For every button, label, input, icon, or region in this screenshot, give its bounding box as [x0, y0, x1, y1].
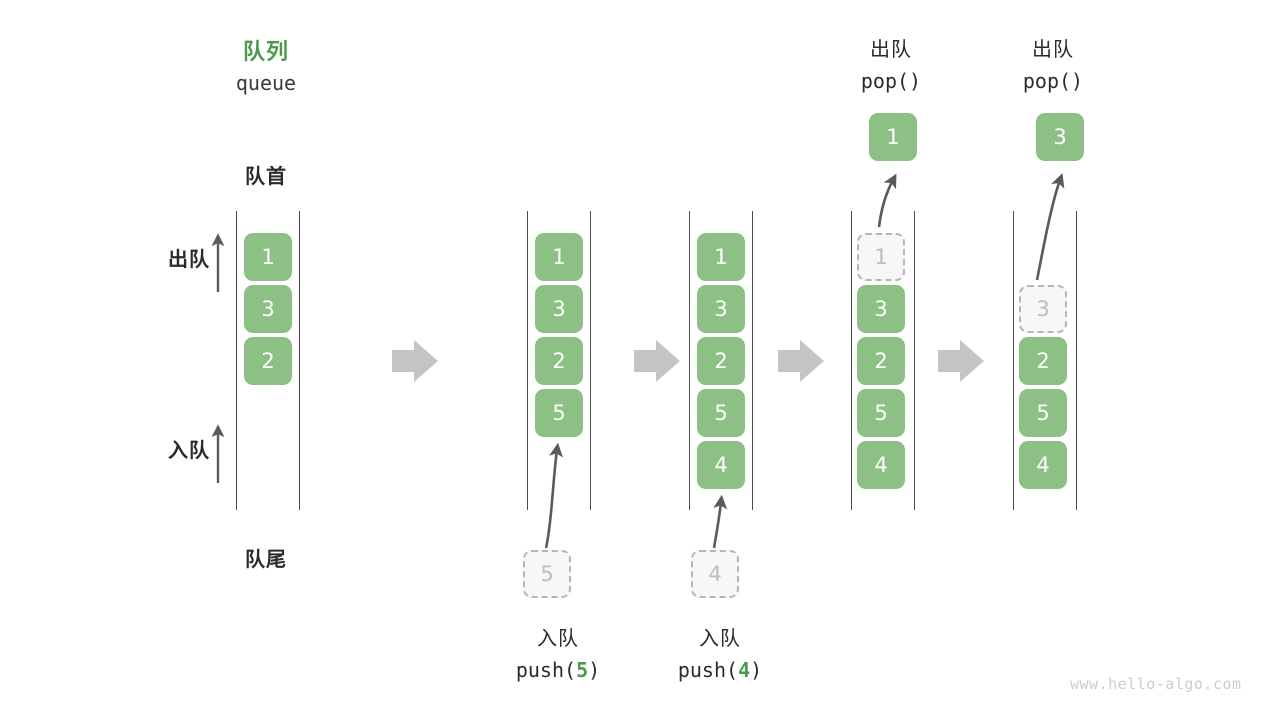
queue-element: 1	[697, 233, 745, 281]
queue-element: 1	[535, 233, 583, 281]
queue-rail-right-initial	[299, 211, 300, 510]
queue-rail-right-pop-3	[1076, 211, 1077, 510]
queue-element: 5	[1019, 389, 1067, 437]
queue-element: 4	[857, 441, 905, 489]
step-arrow-3	[778, 340, 824, 382]
push-5-code-prefix: push(	[515, 658, 577, 682]
diagram-title-cn: 队列	[242, 40, 289, 65]
pop-3-arrow	[1035, 173, 1065, 281]
step-heading-code-pop-3: pop()	[1022, 69, 1084, 93]
popped-element-1: 1	[869, 113, 917, 161]
step-heading-cn-pop-1: 出队	[870, 37, 912, 61]
step-caption-cn-push-5: 入队	[537, 626, 579, 650]
queue-element: 5	[857, 389, 905, 437]
push-4-code-arg: 4	[738, 658, 751, 682]
pop-1-arrow	[877, 173, 897, 228]
queue-element: 2	[1019, 337, 1067, 385]
queue-element: 2	[535, 337, 583, 385]
front-label: 队首	[245, 164, 287, 188]
enqueue-direction-label: 入队	[168, 438, 210, 462]
step-caption-cn-push-4: 入队	[699, 626, 741, 650]
push-5-code-arg: 5	[576, 658, 589, 682]
queue-element-removed: 3	[1019, 285, 1067, 333]
step-heading-cn-pop-3: 出队	[1032, 37, 1074, 61]
step-arrow-4	[938, 340, 984, 382]
rear-label: 队尾	[245, 547, 287, 571]
site-watermark: www.hello-algo.com	[1070, 675, 1242, 693]
queue-rail-right-pop-1	[914, 211, 915, 510]
step-caption-code-push-5: push(5)	[498, 658, 618, 682]
queue-rail-left-initial	[236, 211, 237, 510]
queue-rail-right-push-5	[590, 211, 591, 510]
diagram-title-en: queue	[235, 71, 297, 95]
popped-element-3: 3	[1036, 113, 1084, 161]
queue-element: 1	[244, 233, 292, 281]
queue-rail-left-push-4	[689, 211, 690, 510]
queue-element: 5	[697, 389, 745, 437]
queue-rail-right-push-4	[752, 211, 753, 510]
dequeue-direction-label: 出队	[168, 247, 210, 271]
queue-element: 2	[697, 337, 745, 385]
step-caption-code-push-4: push(4)	[660, 658, 780, 682]
queue-element: 2	[857, 337, 905, 385]
push-5-arrow	[544, 442, 563, 549]
incoming-element-4: 4	[691, 550, 739, 598]
queue-element: 2	[244, 337, 292, 385]
step-heading-code-pop-1: pop()	[860, 69, 922, 93]
queue-element: 5	[535, 389, 583, 437]
step-arrow-2	[634, 340, 680, 382]
queue-element-removed: 1	[857, 233, 905, 281]
queue-element: 3	[697, 285, 745, 333]
push-5-code-suffix: )	[588, 658, 601, 682]
push-4-arrow	[712, 494, 728, 549]
queue-rail-left-pop-1	[851, 211, 852, 510]
queue-rail-left-pop-3	[1013, 211, 1014, 510]
queue-element: 3	[244, 285, 292, 333]
push-4-code-suffix: )	[750, 658, 763, 682]
queue-rail-left-push-5	[527, 211, 528, 510]
queue-element: 4	[1019, 441, 1067, 489]
push-4-code-prefix: push(	[677, 658, 739, 682]
queue-element: 3	[535, 285, 583, 333]
queue-element: 3	[857, 285, 905, 333]
step-arrow-1	[392, 340, 438, 382]
incoming-element-5: 5	[523, 550, 571, 598]
queue-element: 4	[697, 441, 745, 489]
